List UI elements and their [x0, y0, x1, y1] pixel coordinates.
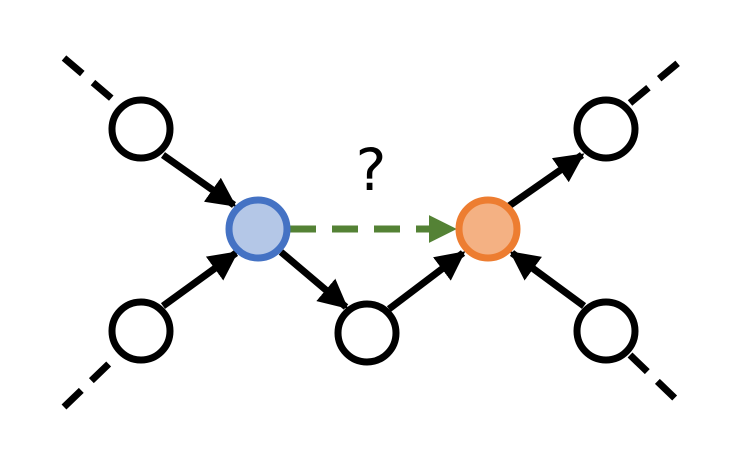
node-top-right — [573, 96, 639, 162]
edge-bottom-right-to-target — [509, 250, 587, 309]
edge-bottom-left-to-source — [160, 250, 239, 309]
node-bottom-left — [108, 298, 174, 364]
node-top-left — [108, 96, 174, 162]
continuation-bottom-right — [627, 352, 687, 410]
edge-source-to-middle — [278, 249, 349, 310]
predicted-link-question-mark: ? — [356, 136, 387, 204]
node-bottom-right — [573, 298, 639, 364]
continuation-top-left — [61, 55, 120, 106]
node-target — [455, 196, 521, 262]
node-source — [225, 196, 291, 262]
edge-middle-to-target — [386, 250, 466, 312]
edge-top-left-to-source — [160, 152, 237, 208]
continuation-bottom-left — [61, 352, 121, 410]
edge-target-to-top-right — [506, 152, 585, 209]
node-middle — [334, 300, 400, 366]
continuation-top-right — [627, 55, 687, 106]
